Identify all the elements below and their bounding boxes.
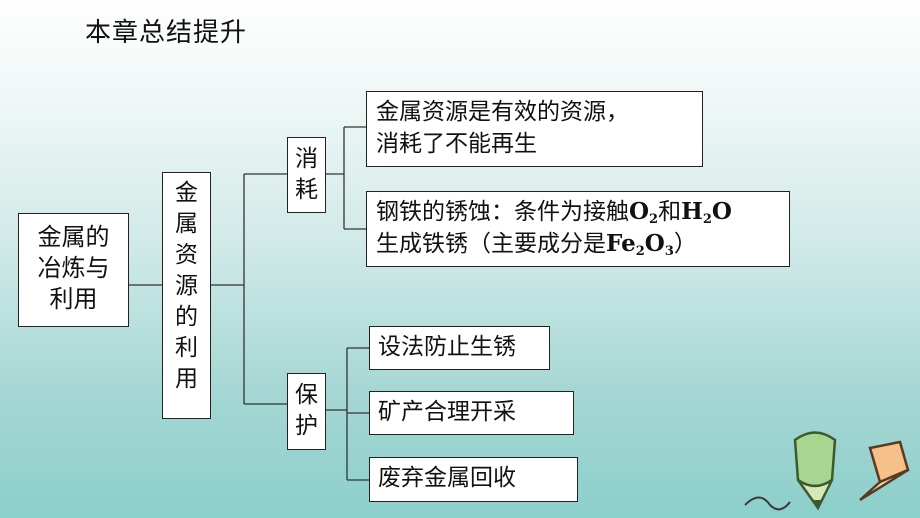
oxygen-subscript: 2 bbox=[649, 212, 659, 227]
pencils-decoration bbox=[744, 431, 910, 511]
resource-char-7: 用 bbox=[175, 366, 198, 392]
corrosion-line-1: 钢铁的锈蚀：条件为接触O2和H2O bbox=[376, 196, 789, 228]
consume-item-nonrenewable: 金属资源是有效的资源， 消耗了不能再生 bbox=[366, 91, 703, 167]
iron-symbol: Fe bbox=[606, 230, 636, 257]
protect-item-rational-mining: 矿产合理开采 bbox=[369, 391, 574, 435]
corrosion-prefix: 钢铁的锈蚀：条件为接触 bbox=[376, 199, 629, 225]
hydrogen-subscript: 2 bbox=[702, 212, 712, 227]
and-word: 和 bbox=[658, 199, 682, 225]
resource-char-3: 资 bbox=[175, 242, 198, 268]
protect-item-prevent-rust: 设法防止生锈 bbox=[369, 326, 550, 370]
nonrenewable-line-2: 消耗了不能再生 bbox=[376, 131, 537, 157]
oxygen-letter: O bbox=[629, 198, 650, 225]
consume-char-1: 消 bbox=[295, 146, 318, 172]
root-line-2: 冶炼与 bbox=[37, 254, 110, 282]
protect-box: 保 护 bbox=[287, 373, 326, 450]
consume-char-2: 耗 bbox=[295, 177, 318, 203]
resource-char-1: 金 bbox=[175, 180, 198, 206]
oxide-subscript: 3 bbox=[664, 244, 674, 259]
hydrogen-letter: H bbox=[681, 198, 703, 225]
rust-prefix: 生成铁锈（主要成分是 bbox=[376, 231, 606, 257]
oxide-letter: O bbox=[644, 230, 665, 257]
water-oxygen-letter: O bbox=[711, 198, 732, 225]
protect-char-1: 保 bbox=[295, 382, 318, 408]
resource-char-5: 的 bbox=[175, 304, 198, 330]
consume-box: 消 耗 bbox=[287, 137, 326, 213]
protect-char-2: 护 bbox=[295, 413, 318, 439]
root-line-1: 金属的 bbox=[37, 223, 110, 251]
resource-use-box: 金 属 资 源 的 利 用 bbox=[162, 172, 211, 419]
green-pencil-icon bbox=[793, 431, 837, 511]
corrosion-line-2: 生成铁锈（主要成分是Fe2O3） bbox=[376, 228, 789, 260]
slide-title: 本章总结提升 bbox=[85, 18, 248, 48]
root-box: 金属的 冶炼与 利用 bbox=[18, 213, 129, 327]
protect-item-recycle: 废弃金属回收 bbox=[369, 457, 578, 502]
nonrenewable-line-1: 金属资源是有效的资源， bbox=[376, 99, 629, 125]
resource-char-4: 源 bbox=[175, 273, 198, 299]
rust-close: ） bbox=[673, 231, 697, 257]
orange-pencil-icon bbox=[859, 440, 910, 502]
consume-item-corrosion: 钢铁的锈蚀：条件为接触O2和H2O 生成铁锈（主要成分是Fe2O3） bbox=[366, 191, 790, 267]
resource-char-2: 属 bbox=[175, 211, 198, 237]
iron-subscript: 2 bbox=[635, 244, 645, 259]
resource-char-6: 利 bbox=[175, 335, 198, 361]
root-line-3: 利用 bbox=[49, 285, 98, 313]
